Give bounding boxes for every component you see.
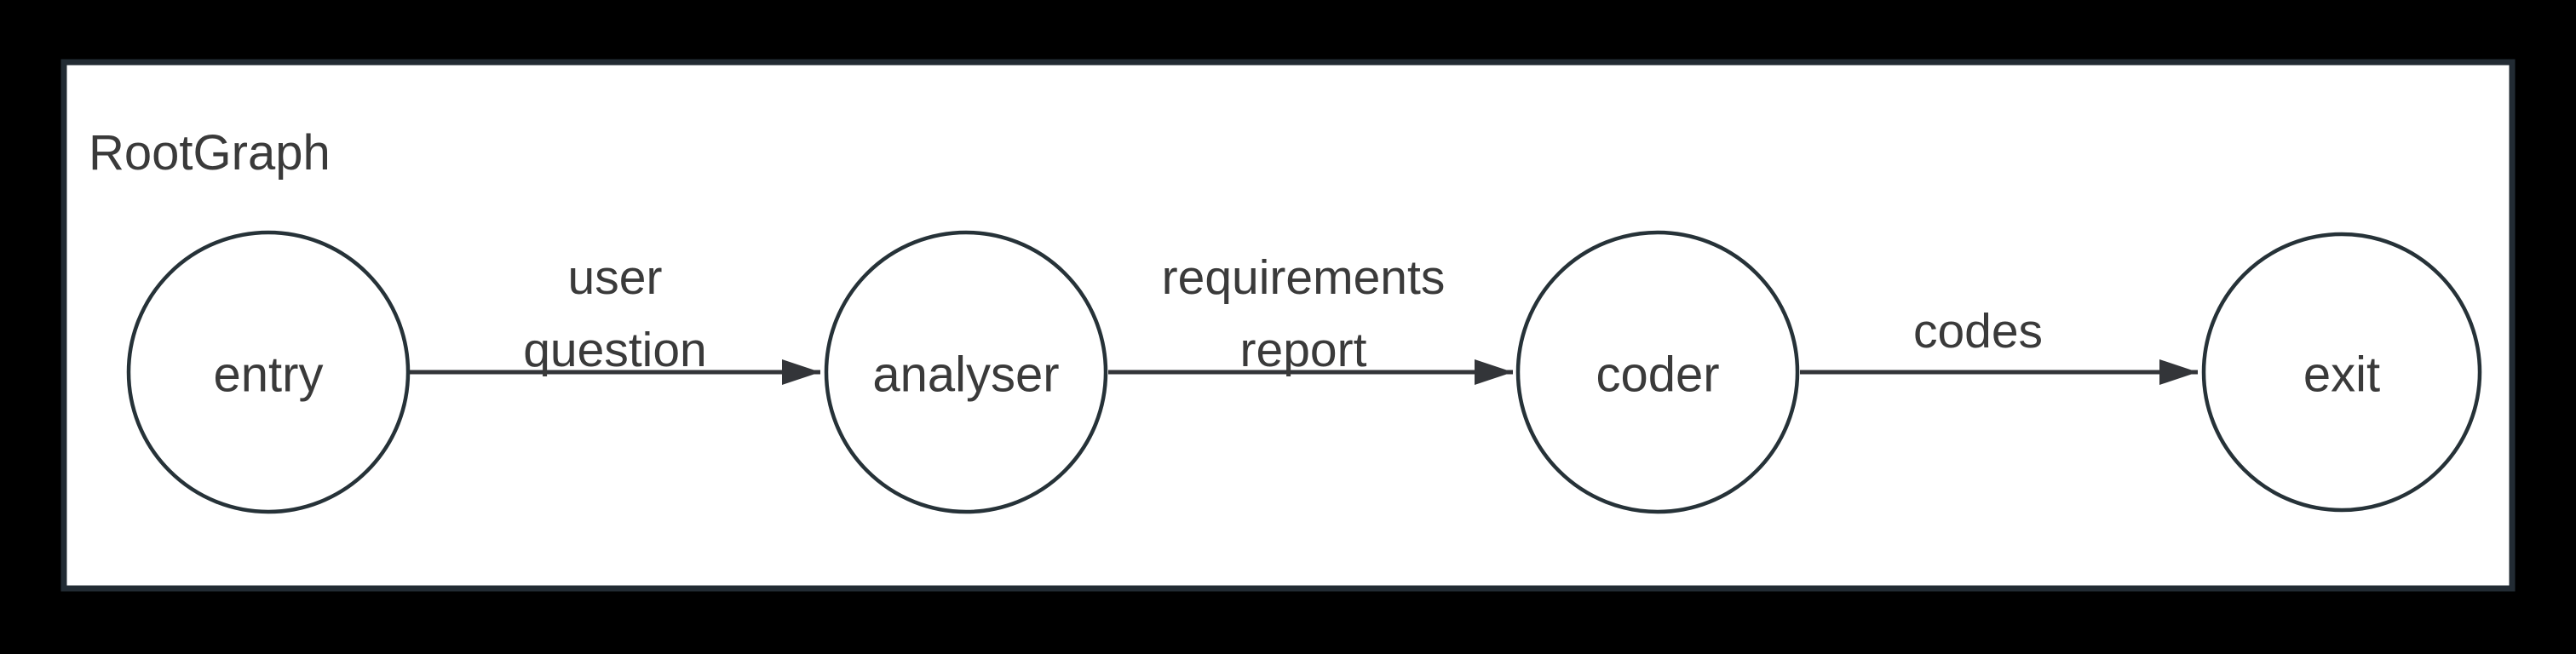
node-circle — [2201, 232, 2482, 513]
node-circle — [1515, 230, 1800, 514]
edge-label-line: requirements — [1162, 250, 1446, 305]
edge-coder-exit: codes — [1800, 304, 2198, 385]
graph-panel — [60, 59, 2516, 592]
edge-label-line: user — [568, 250, 663, 305]
node-label: analyser — [872, 347, 1059, 403]
node-exit: exit — [2201, 232, 2482, 513]
node-coder: coder — [1515, 230, 1800, 514]
node-circle — [126, 230, 411, 514]
edge-label-line: codes — [1913, 304, 2043, 359]
node-label: entry — [214, 347, 324, 403]
edge-label-line: report — [1240, 323, 1367, 377]
node-analyser: analyser — [824, 230, 1108, 514]
edge-entry-analyser: user question — [410, 250, 820, 385]
node-label: exit — [2303, 347, 2380, 403]
edge-analyser-coder: requirements report — [1108, 250, 1513, 385]
node-entry: entry — [126, 230, 411, 514]
node-circle — [824, 230, 1108, 514]
node-label: coder — [1596, 347, 1719, 403]
edge-label-line: question — [523, 323, 707, 377]
graph-title: RootGraph — [89, 125, 331, 181]
